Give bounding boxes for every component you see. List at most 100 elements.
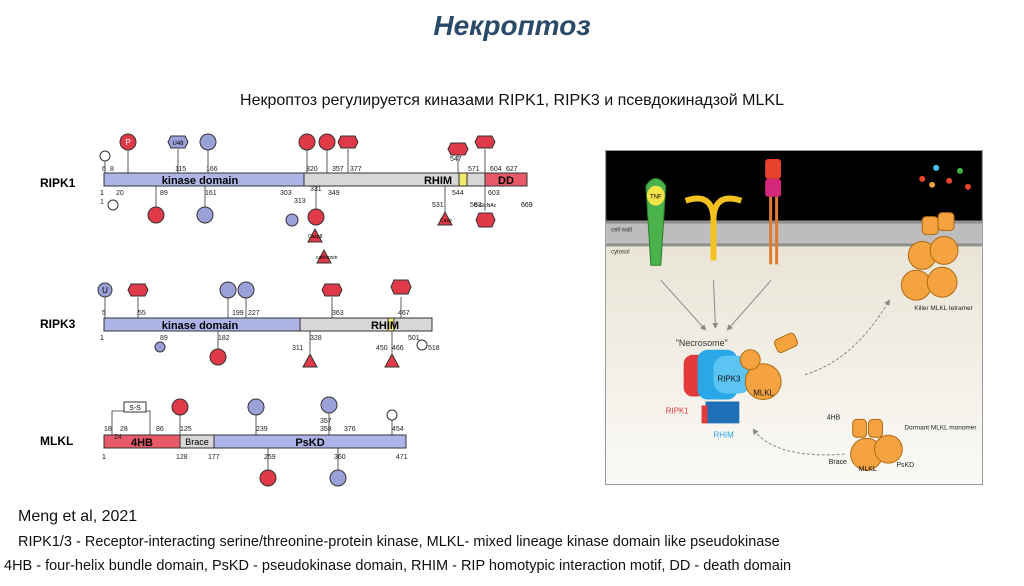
- mlkl-bound-lobe: [739, 349, 761, 371]
- dormant-mlkl-monomer: [850, 418, 903, 471]
- site-label: 547: [450, 156, 462, 163]
- cytokine-dot: [957, 167, 963, 174]
- ripk1-site-marker: [307, 208, 325, 226]
- ripk3-row: RIPK3 kinase domain RHIM 5 55 199 227 36…: [40, 279, 440, 368]
- site-label: 466: [392, 345, 404, 352]
- tetramer-pskd: [929, 235, 959, 265]
- site-label: 311: [292, 345, 303, 352]
- ripk1-site-marker: [337, 135, 359, 149]
- site-label: 6: [102, 166, 106, 173]
- dormant-4hb: [868, 418, 883, 438]
- ripk1-mod-markers-above: P U48: [99, 133, 496, 162]
- dormant-pskd: [874, 434, 903, 464]
- yellow-receptor: [684, 195, 743, 261]
- site-label: 349: [328, 190, 340, 197]
- site-label: 627: [506, 166, 518, 173]
- mlkl-disulfide-label: S-S: [129, 405, 141, 412]
- site-label: 377: [350, 166, 362, 173]
- site-label: 544: [452, 190, 464, 197]
- mlkl-disulfide-box: [123, 401, 147, 413]
- ripk1-sites-below: 1 20 89 161 303 313 331 349 531 544 583 …: [100, 186, 500, 209]
- dormant-4hb: [852, 418, 868, 438]
- mlkl-site-marker: [320, 396, 338, 414]
- mlkl-bound: [744, 363, 782, 401]
- rhim-fibril: [705, 401, 740, 424]
- activation-arrow: [804, 299, 890, 376]
- ripk1-site-marker: [147, 206, 165, 224]
- ripk3-start-label: 1: [100, 335, 104, 342]
- ripk1-dd-label: DD: [498, 175, 514, 187]
- site-label: 320: [306, 166, 318, 173]
- mlkl-pskd-label: PsKD: [295, 437, 324, 449]
- cytokine-dots: [919, 164, 971, 190]
- mlkl-row: MLKL 4HB Brace PsKD 18 24 28 86 125 239 …: [40, 396, 408, 487]
- tetramer-pskd: [900, 269, 932, 301]
- cytokine-dot: [964, 183, 971, 190]
- cell-wall-label: cell wall: [611, 228, 632, 234]
- signal-arrow: [726, 279, 772, 331]
- red-receptor-neck: [765, 178, 782, 197]
- mlkl-monomer-label: MLKL: [859, 466, 877, 473]
- abbreviation-line-2: 4HB - four-helix bundle domain, PsKD - p…: [4, 558, 792, 574]
- ripk1-site-marker: cathepsin: [316, 255, 338, 261]
- site-label: 177: [208, 454, 220, 461]
- abbreviation-line-1: RIPK1/3 - Receptor-interacting serine/th…: [18, 534, 780, 550]
- site-label: 8: [110, 166, 114, 173]
- cytokine-dot: [919, 175, 926, 182]
- cytokine-dot: [933, 164, 940, 171]
- membrane-inner-edge: [606, 243, 982, 247]
- mlkl-site-marker: [386, 409, 398, 421]
- site-label: 227: [248, 310, 260, 317]
- site-label: 125: [180, 426, 192, 433]
- ripk1-site-marker: Casp8: [308, 234, 323, 240]
- necrosome-label: "Necrosome": [676, 338, 728, 348]
- ripk3-site-marker: [127, 283, 149, 297]
- red-receptor-stalk: [769, 196, 773, 265]
- ripk3-site-marker: [384, 352, 400, 368]
- hb-panel-label: 4HB: [827, 414, 841, 421]
- mlkl-4hb-label: 4HB: [131, 437, 153, 449]
- site-label: 161: [205, 190, 217, 197]
- ripk3-site-marker: [302, 352, 318, 368]
- site-label: 166: [206, 166, 218, 173]
- site-label: 454: [392, 426, 404, 433]
- site-label: 357: [320, 418, 332, 425]
- site-label: 259: [264, 454, 276, 461]
- site-label: 363: [332, 310, 344, 317]
- site-label: 358: [320, 426, 332, 433]
- ripk1-site-marker: [316, 248, 332, 264]
- ripk3-site-marker: [219, 281, 237, 299]
- ripk1-site-marker: [119, 133, 137, 151]
- protein-name-ripk1: RIPK1: [40, 176, 76, 190]
- cytokine-dot: [929, 181, 936, 188]
- ripk3-c-terminal: [393, 317, 433, 332]
- ripk1-site-marker: Casp: [440, 218, 452, 224]
- signal-arrow: [660, 279, 707, 331]
- necrosome-complex: [683, 332, 799, 424]
- ripk1-site-marker: [318, 133, 336, 151]
- ripk1-site-marker: O-GlcNAc: [474, 203, 497, 209]
- site-label: 583: [470, 202, 482, 209]
- site-label: 86: [156, 426, 164, 433]
- membrane-outer-edge: [606, 220, 982, 224]
- mlkl-site-marker: [259, 469, 277, 487]
- ripk1-site-marker: U48: [172, 141, 184, 147]
- tetramer-4hb: [937, 212, 955, 232]
- mlkl-sites-above: 18 24 28 86 125 239 357 358 376 454: [104, 418, 404, 441]
- site-label: 5: [102, 310, 106, 317]
- mlkl-brace-label: Brace: [185, 437, 209, 447]
- site-label: 376: [344, 426, 356, 433]
- site-label: 303: [280, 190, 292, 197]
- mlkl-panel-label: MLKL: [753, 389, 774, 398]
- ripk1-sites-above: 6 8 115 166 320 357 377 547 571 604 627: [102, 156, 518, 173]
- tnf-ligand: [646, 185, 665, 206]
- site-label: 357: [332, 166, 344, 173]
- site-label: 471: [396, 454, 408, 461]
- ripk1-start-label: 1: [100, 190, 104, 197]
- ripk1-rhim-label: RHIM: [424, 175, 452, 187]
- site-label: 199: [232, 310, 244, 317]
- tnf-label: TNF: [650, 195, 662, 201]
- mlkl-site-marker: [171, 398, 189, 416]
- extracellular-space: [606, 151, 982, 221]
- site-label: 55: [138, 310, 146, 317]
